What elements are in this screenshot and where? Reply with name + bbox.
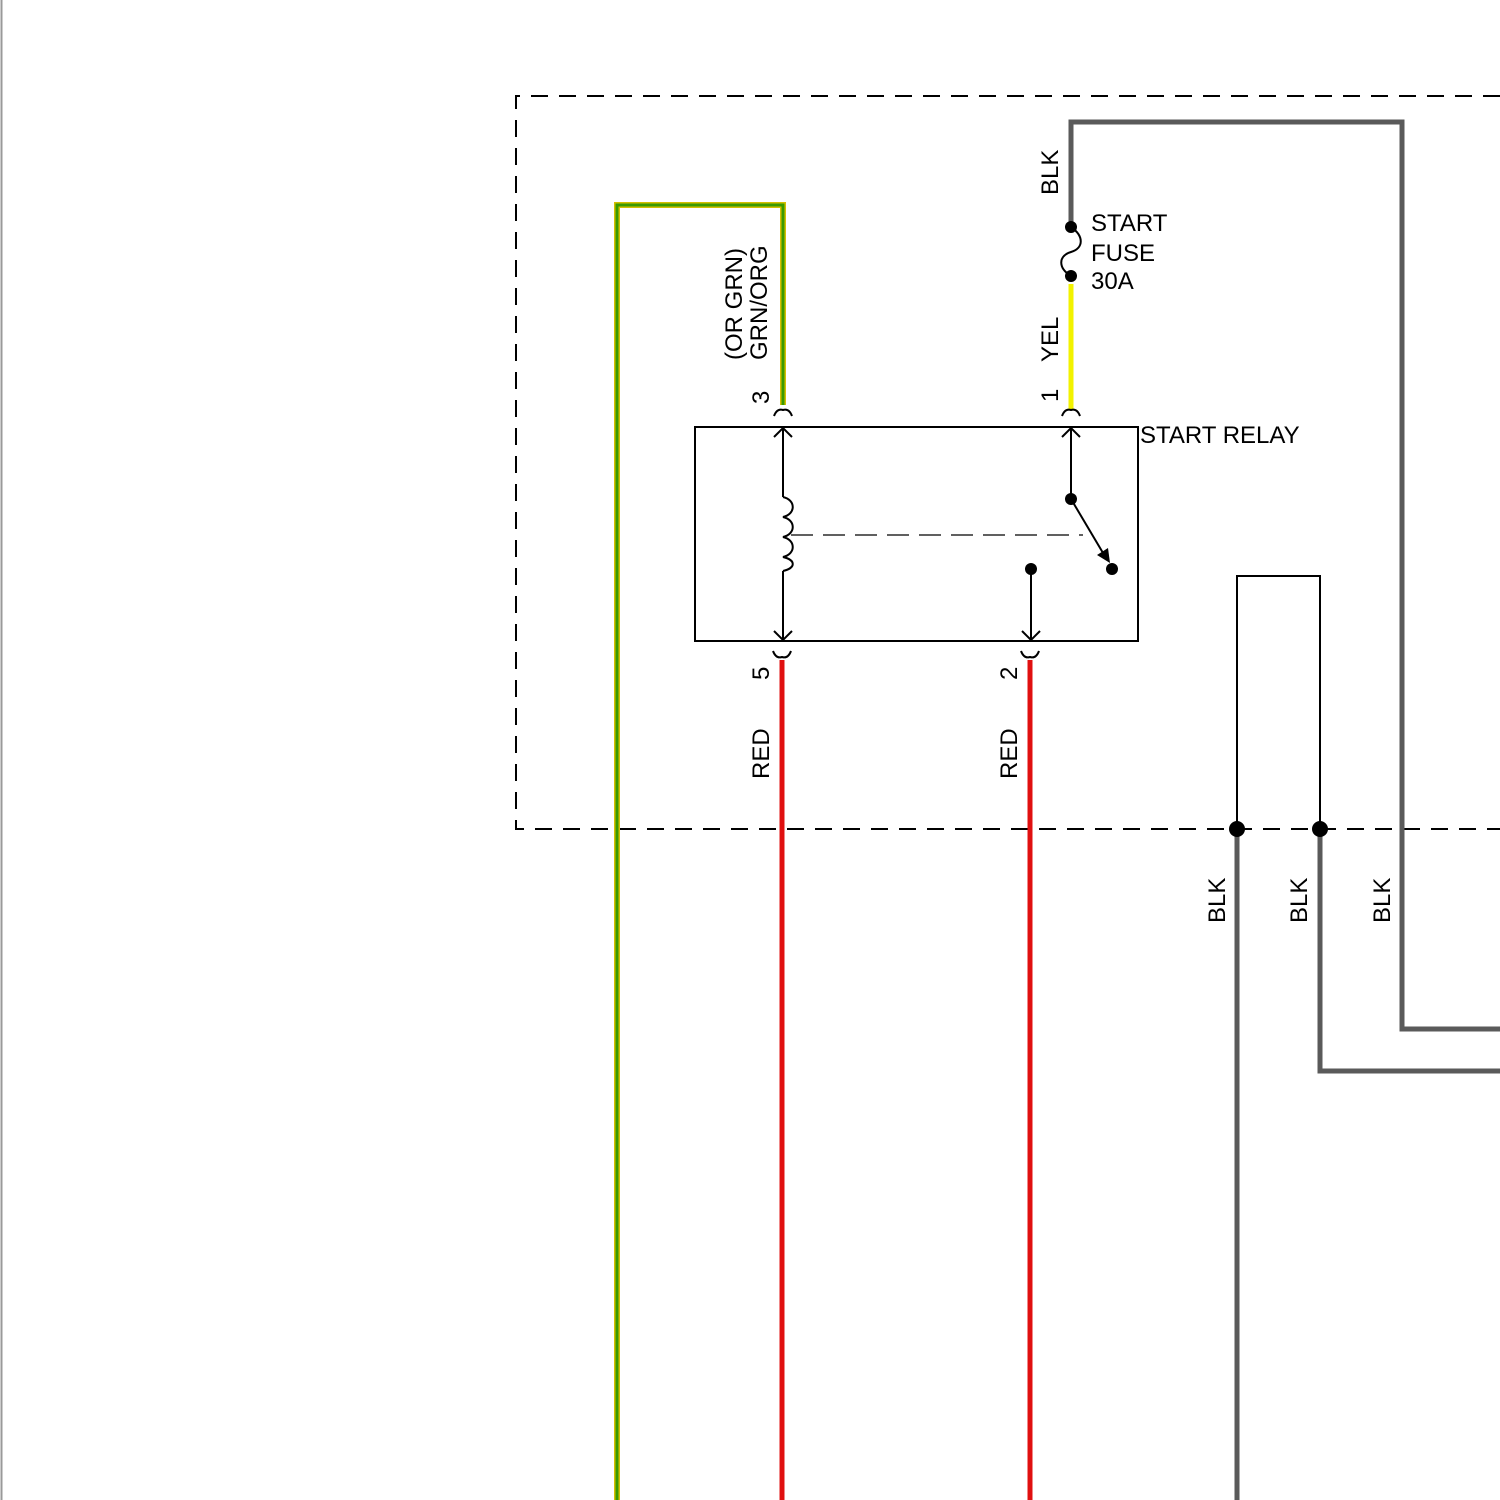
connector-pin-3 — [774, 410, 792, 416]
wire-label-red-2: RED — [996, 728, 1023, 779]
splice-dot-2 — [1312, 821, 1328, 837]
terminal-label-2: 2 — [996, 667, 1023, 680]
wire-label-grn-org-alt: (OR GRN) — [721, 248, 748, 360]
wire-blk-ground-2[interactable] — [1320, 829, 1500, 1071]
wire-label-blk-fuse: BLK — [1037, 150, 1064, 195]
fuse-label-line1: START — [1091, 210, 1168, 237]
connector-pin-2 — [1021, 651, 1039, 657]
connector-pin-5 — [773, 651, 791, 657]
start-relay-label: START RELAY — [1140, 422, 1300, 449]
wire-label-red-5: RED — [748, 728, 775, 779]
connector-pin-1 — [1062, 410, 1080, 416]
wire-label-grn-org: GRN/ORG — [746, 245, 773, 360]
splice-dot-1 — [1229, 821, 1245, 837]
terminal-label-3: 3 — [748, 391, 775, 404]
terminal-label-5: 5 — [748, 667, 775, 680]
internal-ground-link — [1237, 576, 1320, 829]
wire-label-blk-feed: BLK — [1369, 878, 1396, 923]
wire-label-blk-ground-1: BLK — [1204, 878, 1231, 923]
start-fuse-symbol[interactable] — [1061, 221, 1081, 282]
fuse-terminal-bottom — [1065, 270, 1077, 282]
fuse-element — [1061, 227, 1081, 276]
wire-label-yel: YEL — [1037, 317, 1064, 362]
fuse-label-line3: 30A — [1091, 268, 1134, 295]
wire-label-blk-ground-2: BLK — [1286, 878, 1313, 923]
terminal-label-1: 1 — [1037, 389, 1064, 402]
fuse-label-line2: FUSE — [1091, 240, 1155, 267]
